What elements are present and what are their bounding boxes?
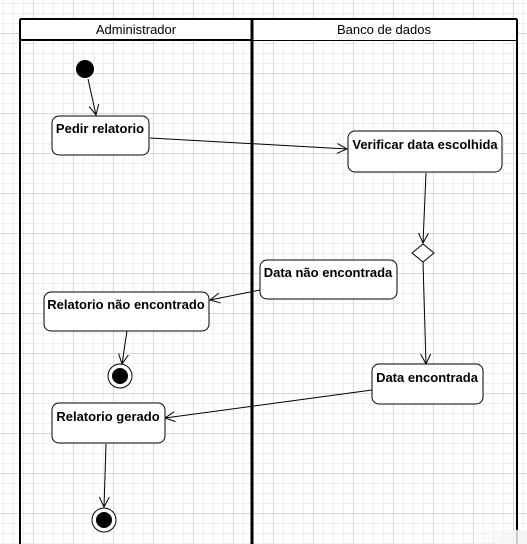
action-relatorio-gerado: Relatorio gerado bbox=[51, 402, 166, 444]
edge-data-encontrada-to-relatorio-gerado bbox=[165, 389, 373, 418]
edge-relatorio-nao-to-end bbox=[122, 330, 127, 364]
edges bbox=[87, 78, 426, 507]
swimlane-banco-de-dados: Banco de dados bbox=[250, 19, 518, 544]
edge-data-nao-to-relatorio-nao bbox=[210, 289, 261, 300]
lane-title-banco-de-dados: Banco de dados bbox=[337, 22, 431, 37]
final-node bbox=[107, 363, 133, 389]
action-label: Data encontrada bbox=[376, 370, 479, 385]
action-relatorio-nao-encontrado: Relatorio não encontrado bbox=[43, 291, 210, 332]
action-data-encontrada: Data encontrada bbox=[371, 363, 484, 405]
action-data-nao-encontrada: Data não encontrada bbox=[259, 259, 398, 300]
lane-title-administrador: Administrador bbox=[96, 22, 177, 37]
action-label: Pedir relatorio bbox=[56, 121, 144, 136]
action-label: Relatorio não encontrado bbox=[47, 297, 205, 312]
action-label: Verificar data escolhida bbox=[352, 137, 498, 152]
edge-relatorio-gerado-to-end bbox=[104, 443, 106, 507]
decision-node bbox=[411, 243, 435, 263]
action-verificar-data: Verificar data escolhida bbox=[347, 130, 503, 173]
edge-start-to-pedir bbox=[87, 78, 96, 115]
action-label: Relatorio gerado bbox=[56, 409, 159, 424]
canvas-corner-shade bbox=[467, 530, 527, 544]
edge-pedir-to-verificar bbox=[149, 137, 347, 149]
action-label: Data não encontrada bbox=[264, 265, 393, 280]
edge-verificar-to-decision bbox=[423, 172, 426, 243]
final-node bbox=[91, 507, 117, 533]
edge-decision-to-data-encontrada bbox=[423, 261, 426, 364]
action-pedir-relatorio: Pedir relatorio bbox=[51, 115, 150, 156]
initial-node bbox=[76, 60, 94, 78]
